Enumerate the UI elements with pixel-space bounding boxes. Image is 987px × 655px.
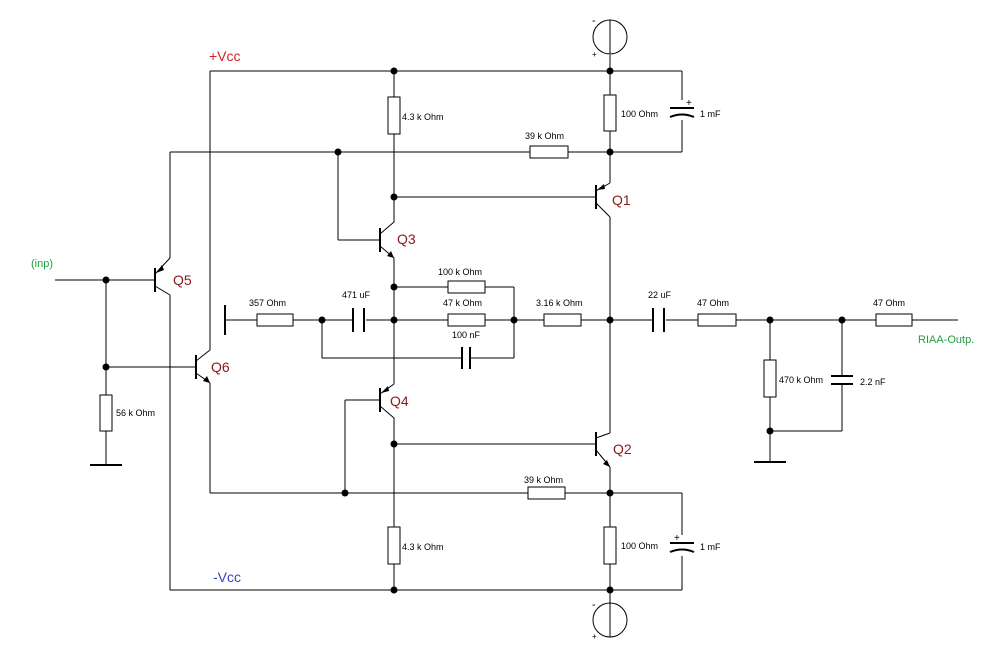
resistor-56k: [99, 394, 113, 432]
source-bottom-plus: +: [592, 632, 597, 641]
label-r-47-out1: 47 Ohm: [697, 298, 729, 308]
label-r-56k: 56 k Ohm: [116, 408, 155, 418]
label-positive-supply: +Vcc: [209, 48, 241, 64]
label-r-100k: 100 k Ohm: [438, 267, 482, 277]
capacitor-2-2nf: [831, 375, 853, 385]
label-r-3k16: 3.16 k Ohm: [536, 298, 583, 308]
cap-top-plus: +: [686, 98, 692, 109]
label-q3: Q3: [397, 231, 416, 247]
label-negative-supply: -Vcc: [213, 569, 241, 585]
label-r-470k: 470 k Ohm: [779, 375, 823, 385]
label-r-47-out2: 47 Ohm: [873, 298, 905, 308]
source-top-plus: +: [592, 50, 597, 59]
resistor-47-out1: [697, 313, 737, 327]
resistor-470k: [763, 359, 777, 398]
voltage-source-bottom: - +: [592, 599, 628, 641]
label-q1: Q1: [612, 192, 631, 208]
label-r-100-bottom: 100 Ohm: [621, 541, 658, 551]
label-r-357: 357 Ohm: [249, 298, 286, 308]
transistor-q2: [595, 432, 611, 468]
label-r-39k-bottom: 39 k Ohm: [524, 475, 563, 485]
label-r-4k3-top: 4.3 k Ohm: [402, 112, 444, 122]
resistor-39k-bottom: [527, 486, 566, 500]
label-q4: Q4: [390, 393, 409, 409]
label-q6: Q6: [211, 359, 230, 375]
label-c-1mf-bottom: 1 mF: [700, 542, 721, 552]
resistor-4k3-top: [387, 96, 401, 135]
label-c-100nf: 100 nF: [452, 330, 481, 340]
transistor-q5: [154, 257, 171, 296]
resistor-47-out2: [875, 313, 913, 327]
ground-symbols: [90, 305, 786, 466]
label-c-1mf-top: 1 mF: [700, 109, 721, 119]
transistor-q6: [195, 349, 211, 384]
source-top-minus: -: [592, 15, 596, 27]
capacitor-471uf: [352, 308, 365, 332]
resistor-357: [256, 313, 294, 327]
capacitors: [352, 107, 853, 553]
capacitor-1mf-bottom: [669, 542, 695, 553]
wires: [55, 55, 958, 603]
label-r-100-top: 100 Ohm: [621, 109, 658, 119]
resistor-100-bottom: [603, 526, 617, 565]
transistor-q4: [379, 383, 395, 419]
transistor-q1: [595, 182, 611, 218]
transistor-q3: [379, 221, 395, 259]
capacitor-1mf-top: [669, 107, 695, 118]
label-input: (inp): [31, 258, 53, 270]
label-q5: Q5: [173, 272, 192, 288]
label-r-4k3-bottom: 4.3 k Ohm: [402, 542, 444, 552]
label-c-22uf: 22 uF: [648, 290, 672, 300]
label-q2: Q2: [613, 441, 632, 457]
resistor-4k3-bottom: [387, 526, 401, 565]
resistor-100-top: [603, 94, 617, 132]
resistors: [99, 94, 913, 565]
label-c-471uf: 471 uF: [342, 290, 371, 300]
resistor-39k-top: [529, 145, 569, 159]
voltage-source-top: - +: [592, 15, 628, 59]
cap-bottom-plus: +: [674, 533, 680, 544]
label-output: RIAA-Outp.: [918, 334, 974, 346]
capacitor-22uf: [652, 308, 665, 332]
junction-dots: [102, 67, 846, 594]
source-bottom-minus: -: [592, 599, 596, 611]
resistor-3k16: [543, 313, 582, 327]
label-r-47k: 47 k Ohm: [443, 298, 482, 308]
label-r-39k-top: 39 k Ohm: [525, 131, 564, 141]
resistor-100k: [447, 280, 486, 294]
capacitor-100nf: [461, 347, 471, 369]
resistor-47k: [447, 313, 486, 327]
label-c-2-2nf: 2.2 nF: [860, 377, 886, 387]
